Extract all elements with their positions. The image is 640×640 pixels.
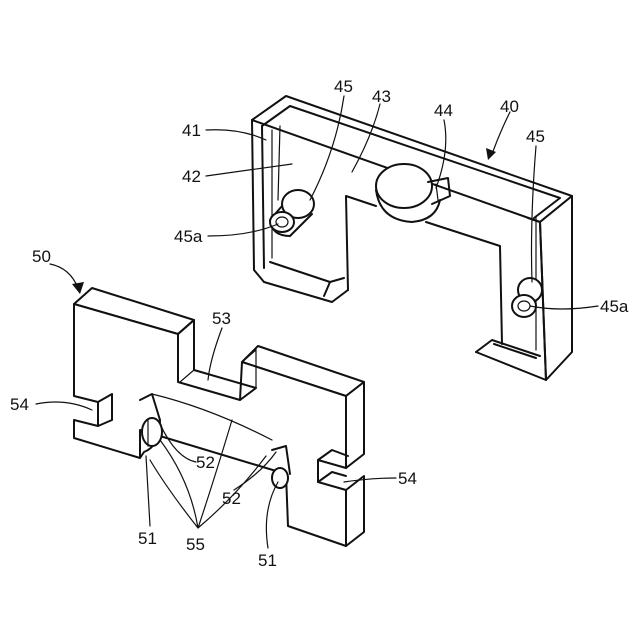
- label-43: 43: [372, 87, 391, 106]
- arrowhead-40: [486, 148, 496, 160]
- block-right-side-lower: [346, 476, 364, 546]
- label-53: 53: [212, 309, 231, 328]
- label-51-left: 51: [138, 529, 157, 548]
- frame-web-bottom: [426, 222, 502, 344]
- leader-41: [206, 130, 266, 140]
- label-45-left: 45: [334, 77, 353, 96]
- arrowhead-50: [72, 282, 84, 294]
- leader-51-left: [146, 456, 150, 526]
- leader-51-right: [266, 482, 278, 548]
- block-left-pin: [142, 418, 162, 446]
- leader-40: [492, 112, 510, 154]
- label-54-left: 54: [10, 395, 29, 414]
- leader-54-left: [36, 402, 92, 410]
- label-45-right: 45: [526, 127, 545, 146]
- label-40: 40: [500, 97, 519, 116]
- frame-right-leg-inner: [494, 344, 536, 358]
- label-54-right: 54: [398, 469, 417, 488]
- block-front-face: [74, 304, 346, 546]
- leader-54-right: [344, 478, 396, 482]
- frame-cylinder-top: [376, 164, 432, 208]
- frame-left-inner: [262, 126, 264, 268]
- label-51-right: 51: [258, 551, 277, 570]
- leader-45a-left: [208, 224, 278, 236]
- label-52-right: 52: [222, 489, 241, 508]
- frame-central-web: [346, 196, 376, 290]
- frame-left-leg-step: [324, 282, 330, 296]
- label-52-left: 52: [196, 453, 215, 472]
- frame-left-leg: [264, 282, 348, 302]
- label-50: 50: [32, 247, 51, 266]
- label-41: 41: [182, 121, 201, 140]
- frame-left-hole: [270, 212, 294, 232]
- label-42: 42: [182, 167, 201, 186]
- frame-left-leg-inner: [270, 262, 344, 282]
- label-55: 55: [186, 535, 205, 554]
- label-45a-left: 45a: [174, 227, 203, 246]
- block-right-pin: [272, 468, 288, 488]
- label-44: 44: [434, 101, 453, 120]
- leader-53: [208, 328, 222, 380]
- frame-part-40: [252, 96, 572, 380]
- label-45a-right: 45a: [600, 297, 629, 316]
- block-right-side: [346, 382, 364, 468]
